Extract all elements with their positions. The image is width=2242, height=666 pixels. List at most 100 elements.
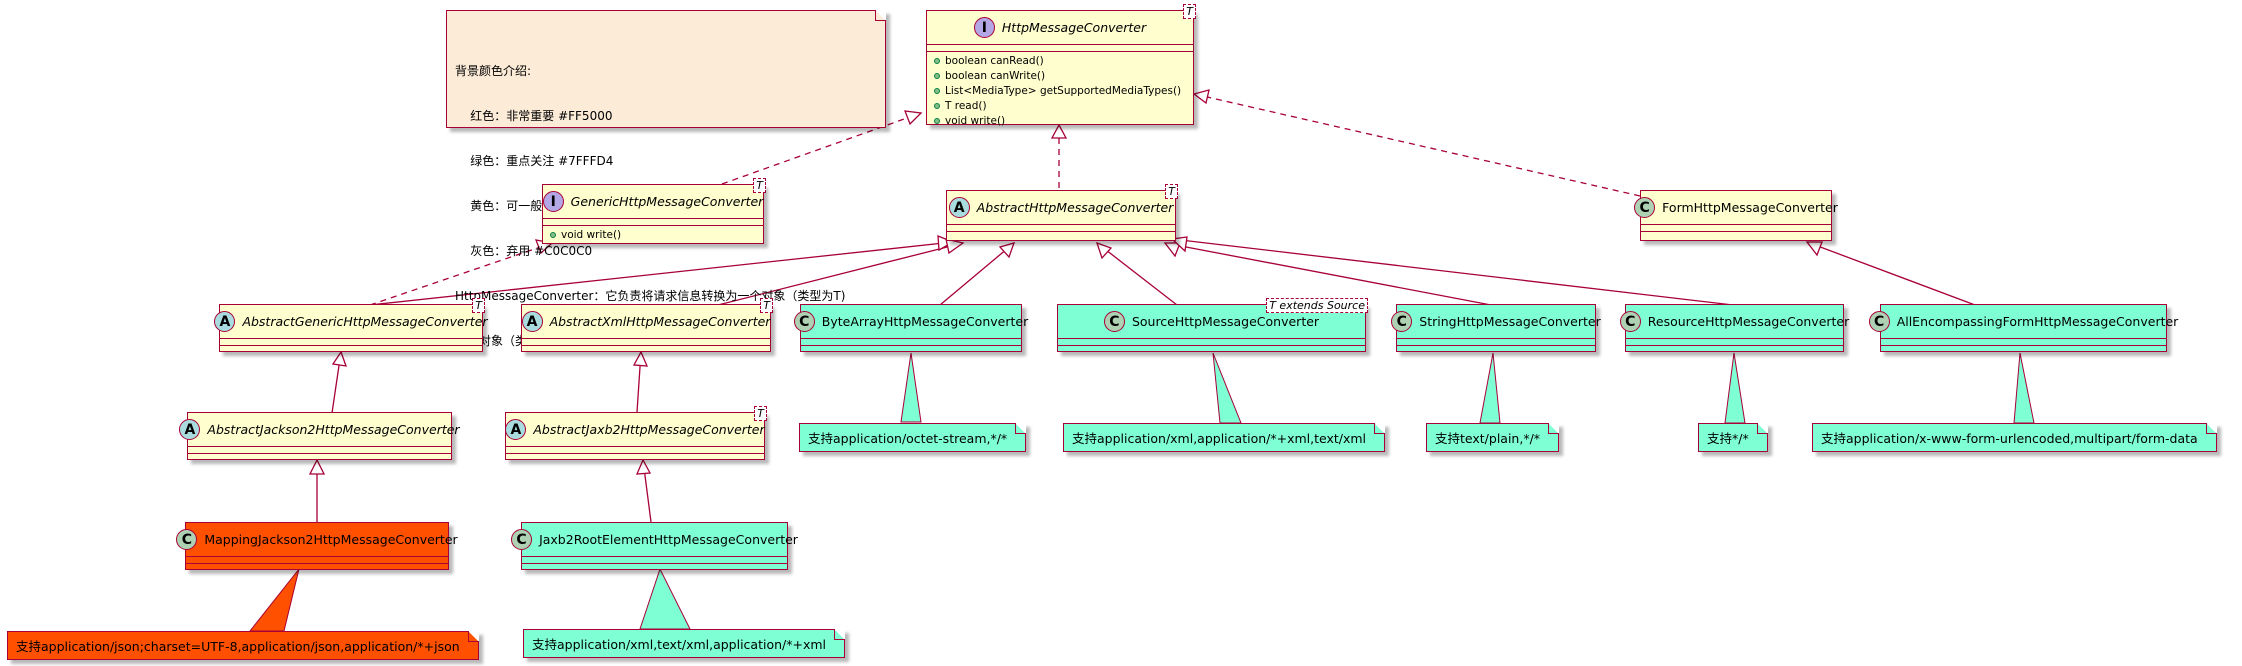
- class-stereotype-icon: C: [1868, 311, 1890, 332]
- legend-line: 背景颜色介绍:: [455, 64, 532, 78]
- note-connector-bytearray: [900, 352, 922, 423]
- note-fold-corner: [875, 10, 886, 21]
- type-parameter: T: [1165, 184, 1178, 199]
- class-stereotype-icon: C: [1619, 311, 1641, 332]
- class-stereotype-icon: C: [1634, 197, 1656, 218]
- methods-section: [1058, 346, 1365, 353]
- note-string: 支持text/plain,*/*: [1426, 423, 1560, 452]
- class-name: StringHttpMessageConverter: [1419, 314, 1601, 329]
- class-resource-http-message-converter[interactable]: C ResourceHttpMessageConverter: [1619, 304, 1849, 352]
- arrowhead-jaxb2root-to-jaxb2: [635, 458, 652, 475]
- fields-section: [543, 219, 763, 226]
- method: List<MediaType> getSupportedMediaTypes(): [927, 84, 1193, 99]
- fields-section: [522, 557, 787, 564]
- note-fold-corner: [2205, 423, 2217, 434]
- class-abstract-generic-http-message-converter[interactable]: A AbstractGenericHttpMessageConverter T: [214, 298, 488, 353]
- methods-section: [220, 346, 482, 353]
- class-byte-array-http-message-converter[interactable]: C ByteArrayHttpMessageConverter: [793, 304, 1028, 353]
- class-header: C StringHttpMessageConverter: [1391, 305, 1601, 339]
- class-source-http-message-converter[interactable]: C SourceHttpMessageConverter T extends S…: [1057, 298, 1368, 353]
- methods-section: void write(): [543, 226, 763, 245]
- arrowhead-string-to-abstract: [1163, 242, 1181, 258]
- arrowhead-allencompassing-to-form: [1805, 241, 1823, 257]
- class-header: I GenericHttpMessageConverter T: [542, 178, 766, 219]
- methods-section: [1397, 346, 1595, 353]
- class-name: GenericHttpMessageConverter: [570, 194, 764, 209]
- class-name: AbstractGenericHttpMessageConverter: [242, 314, 488, 329]
- arrowhead-mapping-to-jackson2: [308, 458, 326, 475]
- class-header: C Jaxb2RootElementHttpMessageConverter: [511, 523, 798, 557]
- class-name: ByteArrayHttpMessageConverter: [821, 314, 1029, 329]
- legend-line: 绿色：重点关注 #7FFFD4: [455, 154, 614, 168]
- class-jaxb2-root-element-http-message-converter[interactable]: C Jaxb2RootElementHttpMessageConverter: [511, 522, 798, 570]
- edge-abstractgeneric-extends-abstract: [369, 241, 954, 306]
- note-connector-jaxb2root: [639, 567, 691, 630]
- abstract-stereotype-icon: A: [505, 419, 527, 440]
- edge-form-implements-httpmessageconverter: [1193, 93, 1641, 197]
- class-abstract-jackson2-http-message-converter[interactable]: A AbstractJackson2HttpMessageConverter: [179, 412, 460, 461]
- class-name: AllEncompassingFormHttpMessageConverter: [1896, 314, 2179, 329]
- fields-section: [186, 557, 448, 564]
- class-http-message-converter[interactable]: I HttpMessageConverter T boolean canRead…: [926, 4, 1196, 127]
- class-abstract-http-message-converter[interactable]: A AbstractHttpMessageConverter T: [946, 184, 1178, 241]
- note-all-encompassing: 支持application/x-www-form-urlencoded,mult…: [1812, 423, 2217, 452]
- note-mapping-jackson2: 支持application/json;charset=UTF-8,applica…: [7, 631, 479, 660]
- fields-section: [522, 339, 770, 346]
- note-resource: 支持*/*: [1698, 423, 1768, 452]
- fields-section: [220, 339, 482, 346]
- class-header: C MappingJackson2HttpMessageConverter: [176, 523, 458, 557]
- class-all-encompassing-form-http-message-converter[interactable]: C AllEncompassingFormHttpMessageConverte…: [1868, 304, 2178, 352]
- arrowhead-bytearray-to-abstract: [998, 242, 1016, 259]
- methods-section: [801, 346, 1021, 353]
- fields-section: [801, 339, 1021, 346]
- class-name: AbstractXmlHttpMessageConverter: [549, 314, 771, 329]
- class-abstract-xml-http-message-converter[interactable]: A AbstractXmlHttpMessageConverter T: [521, 298, 773, 352]
- interface-stereotype-icon: I: [973, 17, 995, 38]
- method: T read(): [927, 99, 1193, 114]
- class-form-http-message-converter[interactable]: C FormHttpMessageConverter: [1634, 190, 1838, 241]
- note-fold-corner: [1015, 423, 1027, 434]
- arrowhead-jackson2-to-abstractgeneric: [331, 350, 347, 367]
- class-mapping-jackson2-http-message-converter[interactable]: C MappingJackson2HttpMessageConverter: [176, 522, 458, 570]
- note-connector-source: [1212, 352, 1242, 424]
- class-stereotype-icon: C: [793, 311, 815, 332]
- edge-abstractxml-extends-abstract: [717, 242, 964, 306]
- method: void write(): [543, 228, 763, 243]
- arrowhead-jaxb2-to-abstractxml: [632, 350, 649, 367]
- note-fold-corner: [834, 629, 846, 640]
- class-name: SourceHttpMessageConverter: [1131, 314, 1320, 329]
- class-header: A AbstractGenericHttpMessageConverter T: [214, 298, 488, 339]
- note-source: 支持application/xml,application/*+xml,text…: [1063, 423, 1386, 452]
- edge-bytearray-extends-abstract: [939, 242, 1015, 306]
- type-parameter: T: [753, 178, 766, 193]
- methods-section: [188, 454, 451, 461]
- interface-stereotype-icon: I: [542, 191, 564, 212]
- class-header: A AbstractXmlHttpMessageConverter T: [521, 298, 773, 339]
- arrowhead-generic-to-httpmessageconverter: [904, 110, 923, 126]
- note-byte-array: 支持application/octet-stream,*/*: [799, 423, 1027, 452]
- legend-note: 背景颜色介绍: 红色：非常重要 #FF5000 绿色：重点关注 #7FFFD4 …: [446, 10, 886, 348]
- fields-section: [1641, 225, 1831, 232]
- abstract-stereotype-icon: A: [521, 311, 543, 332]
- methods-section: [1641, 232, 1831, 239]
- legend-line: 红色：非常重要 #FF5000: [455, 109, 613, 123]
- abstract-stereotype-icon: A: [948, 197, 970, 218]
- class-stereotype-icon: C: [1391, 311, 1413, 332]
- note-connector-string: [1479, 352, 1501, 424]
- type-parameter: T: [754, 406, 767, 421]
- note-fold-corner: [1756, 423, 1768, 434]
- edge-source-extends-abstract: [1096, 242, 1178, 306]
- class-header: C ResourceHttpMessageConverter: [1619, 305, 1849, 339]
- class-header: C SourceHttpMessageConverter T extends S…: [1058, 298, 1368, 339]
- type-parameter: T extends Source: [1266, 298, 1368, 313]
- class-name: AbstractJaxb2HttpMessageConverter: [533, 422, 765, 437]
- class-generic-http-message-converter[interactable]: I GenericHttpMessageConverter T void wri…: [542, 178, 766, 245]
- note-connector-mapping: [248, 568, 300, 632]
- fields-section: [1397, 339, 1595, 346]
- fields-section: [1058, 339, 1365, 346]
- fields-section: [947, 225, 1175, 232]
- class-string-http-message-converter[interactable]: C StringHttpMessageConverter: [1391, 304, 1601, 353]
- class-name: AbstractHttpMessageConverter: [976, 200, 1174, 215]
- note-fold-corner: [467, 631, 479, 642]
- class-abstract-jaxb2-http-message-converter[interactable]: A AbstractJaxb2HttpMessageConverter T: [505, 406, 767, 460]
